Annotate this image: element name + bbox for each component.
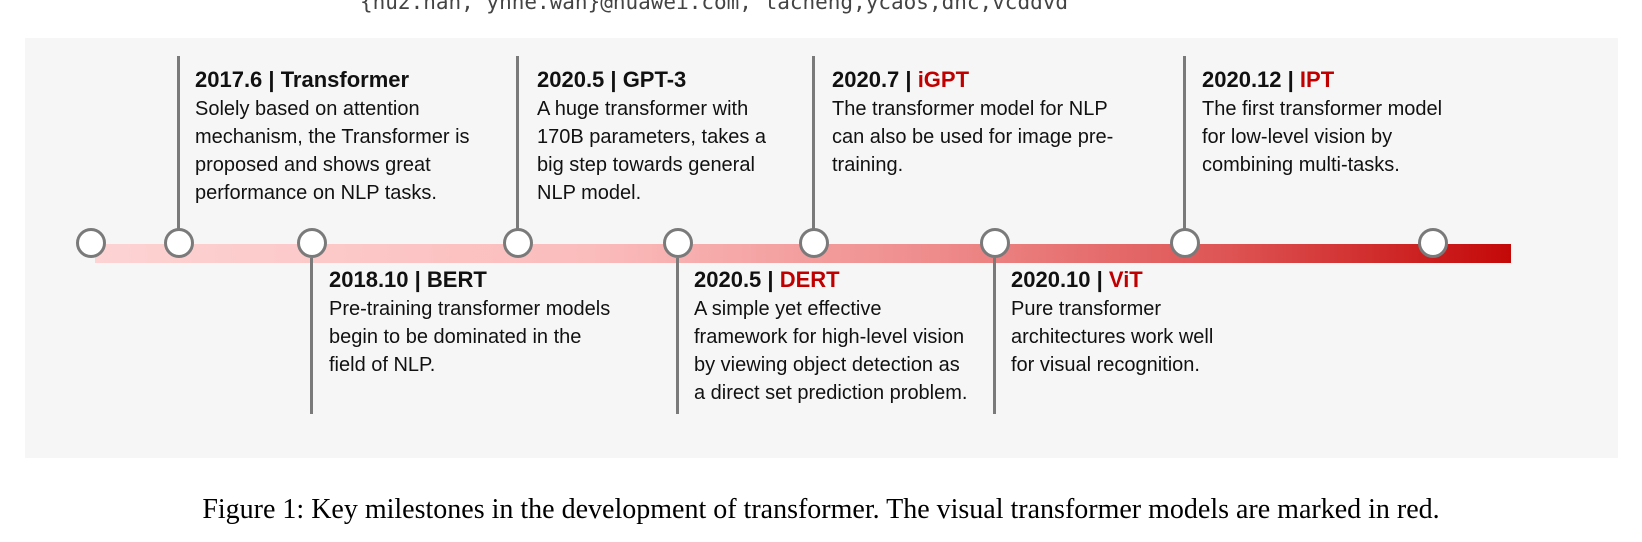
milestone-date: 2020.5 [537,67,605,92]
milestone-separator: | [408,267,427,292]
timeline-node-igpt [799,228,829,258]
milestone-model-name: IPT [1299,67,1335,92]
milestone-date: 2020.10 [1011,267,1091,292]
milestone-transformer: 2017.6 | Transformer Solely based on att… [195,66,470,207]
connector-line-bert [310,258,313,414]
header-fragment: {hu2.han, ynhe.wan}@huawei.com, tacheng,… [360,0,1069,14]
timeline-node-ipt [1170,228,1200,258]
milestone-heading: 2017.6 | Transformer [195,66,470,94]
milestone-model-name: GPT-3 [622,67,687,92]
milestone-description: A simple yet effective framework for hig… [694,298,968,404]
milestone-date: 2020.7 [832,67,900,92]
milestone-date: 2020.12 [1202,67,1282,92]
milestone-heading: 2018.10 | BERT [329,266,610,294]
milestone-date: 2020.5 [694,267,762,292]
milestone-description: Pre-training transformer models begin to… [329,298,611,376]
milestone-model-name: DERT [779,267,840,292]
milestone-heading: 2020.10 | ViT [1011,266,1213,294]
milestone-igpt: 2020.7 | iGPT The transformer model for … [832,66,1113,179]
milestone-model-name: BERT [426,267,487,292]
milestone-model-name: ViT [1108,267,1143,292]
timeline-end-node [1418,228,1448,258]
milestone-description: Solely based on attention mechanism, the… [195,98,470,204]
milestone-separator: | [262,67,281,92]
milestone-separator: | [1090,267,1109,292]
milestone-date: 2017.6 [195,67,263,92]
connector-line-dert [676,258,679,414]
milestone-ipt: 2020.12 | IPT The first transformer mode… [1202,66,1442,179]
figure-caption: Figure 1: Key milestones in the developm… [202,494,1440,525]
connector-line-transformer [177,56,180,232]
timeline-node-dert [663,228,693,258]
milestone-gpt3: 2020.5 | GPT-3 A huge transformer with 1… [537,66,766,207]
milestone-description: A huge transformer with 170B parameters,… [537,98,767,204]
milestone-heading: 2020.5 | GPT-3 [537,66,766,94]
connector-line-vit [993,258,996,414]
milestone-date: 2018.10 [329,267,409,292]
timeline-node-gpt3 [503,228,533,258]
timeline-node-transformer [164,228,194,258]
milestone-vit: 2020.10 | ViT Pure transformer architect… [1011,266,1213,379]
milestone-model-name: iGPT [917,67,970,92]
milestone-model-name: Transformer [280,67,410,92]
connector-line-gpt3 [516,56,519,232]
milestone-heading: 2020.12 | IPT [1202,66,1442,94]
milestone-description: Pure transformer architectures work well… [1011,298,1214,376]
milestone-separator: | [761,267,780,292]
milestone-heading: 2020.5 | DERT [694,266,967,294]
milestone-bert: 2018.10 | BERT Pre-training transformer … [329,266,610,379]
milestone-separator: | [604,67,623,92]
milestone-separator: | [1281,67,1300,92]
milestone-separator: | [899,67,918,92]
milestone-heading: 2020.7 | iGPT [832,66,1113,94]
connector-line-ipt [1183,56,1186,232]
timeline-start-node [76,228,106,258]
milestone-dert: 2020.5 | DERT A simple yet effective fra… [694,266,967,407]
timeline-node-bert [297,228,327,258]
milestone-description: The first transformer model for low-leve… [1202,98,1443,176]
milestone-description: The transformer model for NLP can also b… [832,98,1114,176]
timeline-node-vit [980,228,1010,258]
connector-line-igpt [812,56,815,232]
